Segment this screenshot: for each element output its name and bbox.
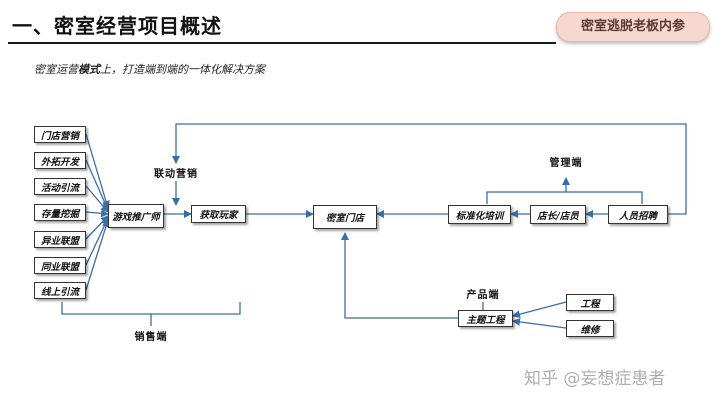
linkage-marketing-label: 联动营销 <box>154 169 198 180</box>
connector-异业联盟 <box>85 215 109 240</box>
channel-box-1: 门店营销 <box>34 126 86 143</box>
store-box: 密室门店 <box>313 205 377 229</box>
engineering-box: 工程 <box>566 294 614 311</box>
product-label: 产品端 <box>466 290 500 301</box>
page-subtitle: 密室运营模式上，打造端到端的一体化解决方案 <box>34 61 265 77</box>
channel-box-6: 同业联盟 <box>34 257 86 274</box>
subtitle-prefix: 密室运营 <box>34 63 78 76</box>
channel-box-7: 线上引流 <box>34 282 86 299</box>
channel-box-2: 外拓开发 <box>34 152 86 169</box>
channel-box-4: 存量挖掘 <box>34 204 86 221</box>
connector-maintenance <box>512 317 567 329</box>
connector-活动引流 <box>85 185 109 213</box>
channel-box-5: 异业联盟 <box>34 231 86 248</box>
management-bracket <box>486 191 643 204</box>
page-title: 一、密室经营项目概述 <box>12 14 222 38</box>
connector-门店营销 <box>85 133 110 209</box>
connector-engineering <box>512 301 567 319</box>
connector-外拓开发 <box>85 159 109 211</box>
sales-label: 销售端 <box>134 331 168 343</box>
header-badge: 密室逃脱老板内参 <box>556 12 710 42</box>
sales-bracket <box>61 302 241 315</box>
subtitle-suffix: 上，打造端到端的一体化解决方案 <box>100 63 265 76</box>
theme-engineering-box: 主题工程 <box>458 310 513 327</box>
maintenance-box: 维修 <box>566 320 614 337</box>
title-divider <box>8 42 556 44</box>
connector-线上引流 <box>85 219 110 291</box>
management-label: 管理端 <box>549 157 583 169</box>
subtitle-bold: 模式 <box>78 63 100 76</box>
manager-box: 店长/店员 <box>530 205 586 224</box>
connector-存量挖掘 <box>85 209 109 218</box>
connector-同业联盟 <box>85 217 109 266</box>
recruitment-box: 人员招聘 <box>608 205 668 224</box>
channel-box-3: 活动引流 <box>34 178 86 195</box>
connector-product-store <box>341 232 458 319</box>
feedback-loop <box>172 123 687 215</box>
promoter-box: 游戏推广师 <box>108 204 164 228</box>
standard-training-box: 标准化培训 <box>448 205 511 224</box>
get-players-box: 获取玩家 <box>191 205 246 223</box>
watermark: 知乎 @妄想症患者 <box>524 369 666 389</box>
